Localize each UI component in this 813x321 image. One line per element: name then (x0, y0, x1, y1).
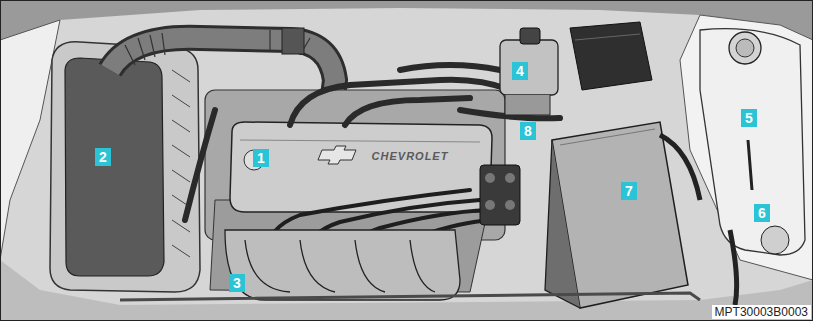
battery (545, 122, 700, 308)
ignition-coil-part (480, 165, 520, 225)
background-part (680, 15, 813, 280)
coolant-reservoir-part (730, 230, 737, 305)
valve-cover (230, 122, 492, 212)
figure-code: MPT30003B0003 (712, 305, 811, 319)
ignition-coil (480, 165, 520, 225)
intake-hose-part-part (125, 45, 135, 65)
vacuum-hoses-part (345, 98, 470, 125)
intake-hose-part-part (138, 38, 145, 60)
ignition-coil-part (505, 173, 515, 183)
hood-prop-rod-part (120, 293, 700, 300)
exhaust-manifold-part (355, 240, 385, 292)
fuse-box-part (570, 22, 652, 90)
fuse-box-part (575, 34, 640, 40)
battery-part (660, 135, 700, 200)
callout-number: 4 (512, 62, 528, 80)
callout-number: 2 (95, 148, 111, 166)
ignition-coil-part (485, 200, 495, 210)
exhaust-manifold-part (410, 240, 435, 292)
coolant-reservoir-part (761, 226, 789, 254)
exhaust-manifold-part (225, 230, 460, 300)
air-filter-box-part (65, 58, 164, 276)
brake-fluid-reservoir-part (520, 28, 540, 44)
callout-number: 5 (741, 109, 757, 127)
valve-cover-part (318, 146, 356, 164)
battery-part (545, 140, 580, 308)
coolant-reservoir-part (748, 140, 752, 190)
valve-cover-part (240, 140, 480, 142)
brake-fluid-reservoir (500, 28, 558, 115)
brake-fluid-reservoir-part (505, 95, 550, 115)
vacuum-hoses-part (400, 65, 500, 70)
air-filter-box (50, 42, 200, 292)
air-filter-box-part (172, 70, 190, 257)
callout-number: 1 (253, 149, 269, 167)
air-filter-box-part-part (172, 145, 190, 157)
fuse-box (570, 22, 652, 90)
air-filter-box-part-part (172, 170, 190, 182)
air-filter-box-part-part (172, 95, 190, 107)
brand-logo-text: CHEVROLET (372, 150, 449, 163)
intake-hose-part-part (269, 30, 270, 50)
exhaust-manifold (225, 230, 460, 300)
intake-hose-part (282, 28, 304, 54)
callout-number: 8 (520, 122, 536, 140)
air-filter-box-part-part (172, 120, 190, 132)
battery-part (560, 129, 655, 145)
coolant-reservoir-part (700, 29, 805, 255)
coolant-reservoir-part (736, 39, 754, 57)
coolant-reservoir (700, 29, 805, 305)
coolant-reservoir-part (729, 32, 761, 64)
air-filter-box-part-part (172, 245, 190, 257)
vacuum-hoses-part (290, 80, 510, 125)
hood-prop-rod (120, 293, 700, 300)
ignition-coil-part (505, 200, 515, 210)
intake-hose-part-part (162, 33, 165, 55)
callout-number: 7 (621, 182, 637, 200)
brake-fluid-reservoir-part (500, 40, 558, 95)
air-filter-box-part-part (172, 70, 190, 82)
intake-hose-part-part (150, 35, 155, 57)
air-filter-box-part (50, 42, 200, 292)
exhaust-manifold-part (300, 240, 335, 292)
vacuum-hoses-part (185, 110, 215, 220)
exhaust-manifold-part (245, 240, 290, 292)
callout-number: 6 (754, 204, 770, 222)
callout-number: 3 (229, 274, 245, 292)
ignition-coil-part (485, 173, 495, 183)
valve-cover-part (230, 122, 492, 212)
